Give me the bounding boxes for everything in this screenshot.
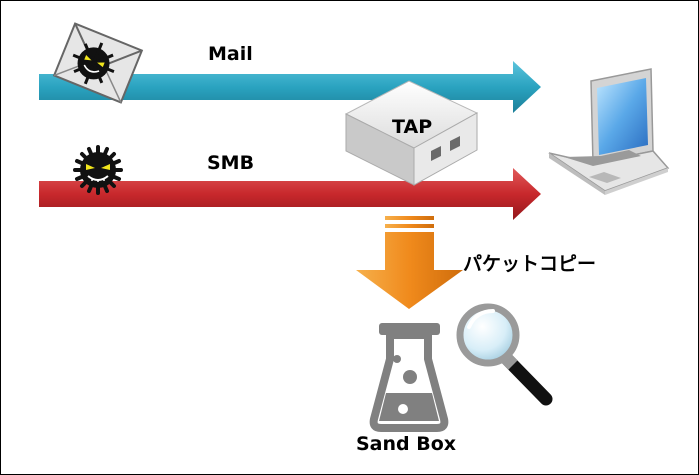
malware-envelope-icon bbox=[52, 22, 144, 104]
tap-label: TAP bbox=[392, 116, 433, 138]
mail-label: Mail bbox=[208, 43, 253, 65]
packet-copy-arrow bbox=[356, 216, 463, 309]
tap-port-2 bbox=[450, 136, 460, 151]
magnifier-icon bbox=[456, 303, 553, 406]
tap-port-1 bbox=[431, 146, 441, 161]
packet-copy-label: パケットコピー bbox=[463, 253, 597, 275]
flask-icon bbox=[369, 323, 449, 432]
tap-device-icon bbox=[344, 80, 479, 186]
laptop-icon bbox=[548, 68, 670, 195]
malware-virus-icon bbox=[73, 145, 123, 195]
sandbox-label: Sand Box bbox=[356, 433, 457, 455]
smb-label: SMB bbox=[207, 152, 255, 174]
